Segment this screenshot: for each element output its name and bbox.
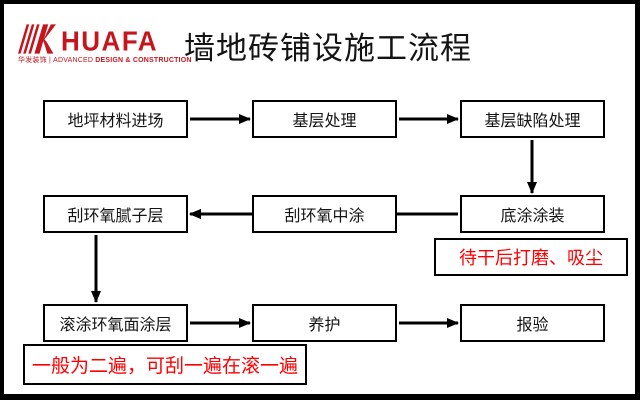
flow-node-curing: 养护 xyxy=(252,304,397,342)
huafa-k-mark-icon xyxy=(18,24,56,54)
logo-brand-text: HUAFA xyxy=(61,25,159,57)
flow-node-epoxy-topcoat: 滚涂环氧面涂层 xyxy=(43,304,188,342)
flow-node-epoxy-putty: 刮环氧腻子层 xyxy=(43,195,188,233)
page-title: 墙地砖铺设施工流程 xyxy=(184,31,472,66)
flow-node-base-treatment: 基层处理 xyxy=(252,100,397,138)
annotation-sand-vacuum: 待干后打磨、吸尘 xyxy=(434,238,628,276)
flow-node-material-entry: 地坪材料进场 xyxy=(43,100,188,138)
huafa-logo: HUAFA 华发装饰 | ADVANCED DESIGN & CONSTRUCT… xyxy=(18,24,192,64)
flow-node-epoxy-midcoat: 刮环氧中涂 xyxy=(252,195,397,233)
flow-node-primer-coating: 底涂涂装 xyxy=(460,195,605,233)
flow-node-defect-treatment: 基层缺陷处理 xyxy=(460,100,605,138)
logo-tagline: 华发装饰 | ADVANCED DESIGN & CONSTRUCTION xyxy=(18,57,192,64)
flow-node-inspection: 报验 xyxy=(460,304,605,342)
annotation-two-passes: 一般为二遍，可刮一遍在滚一遍 xyxy=(23,344,307,385)
